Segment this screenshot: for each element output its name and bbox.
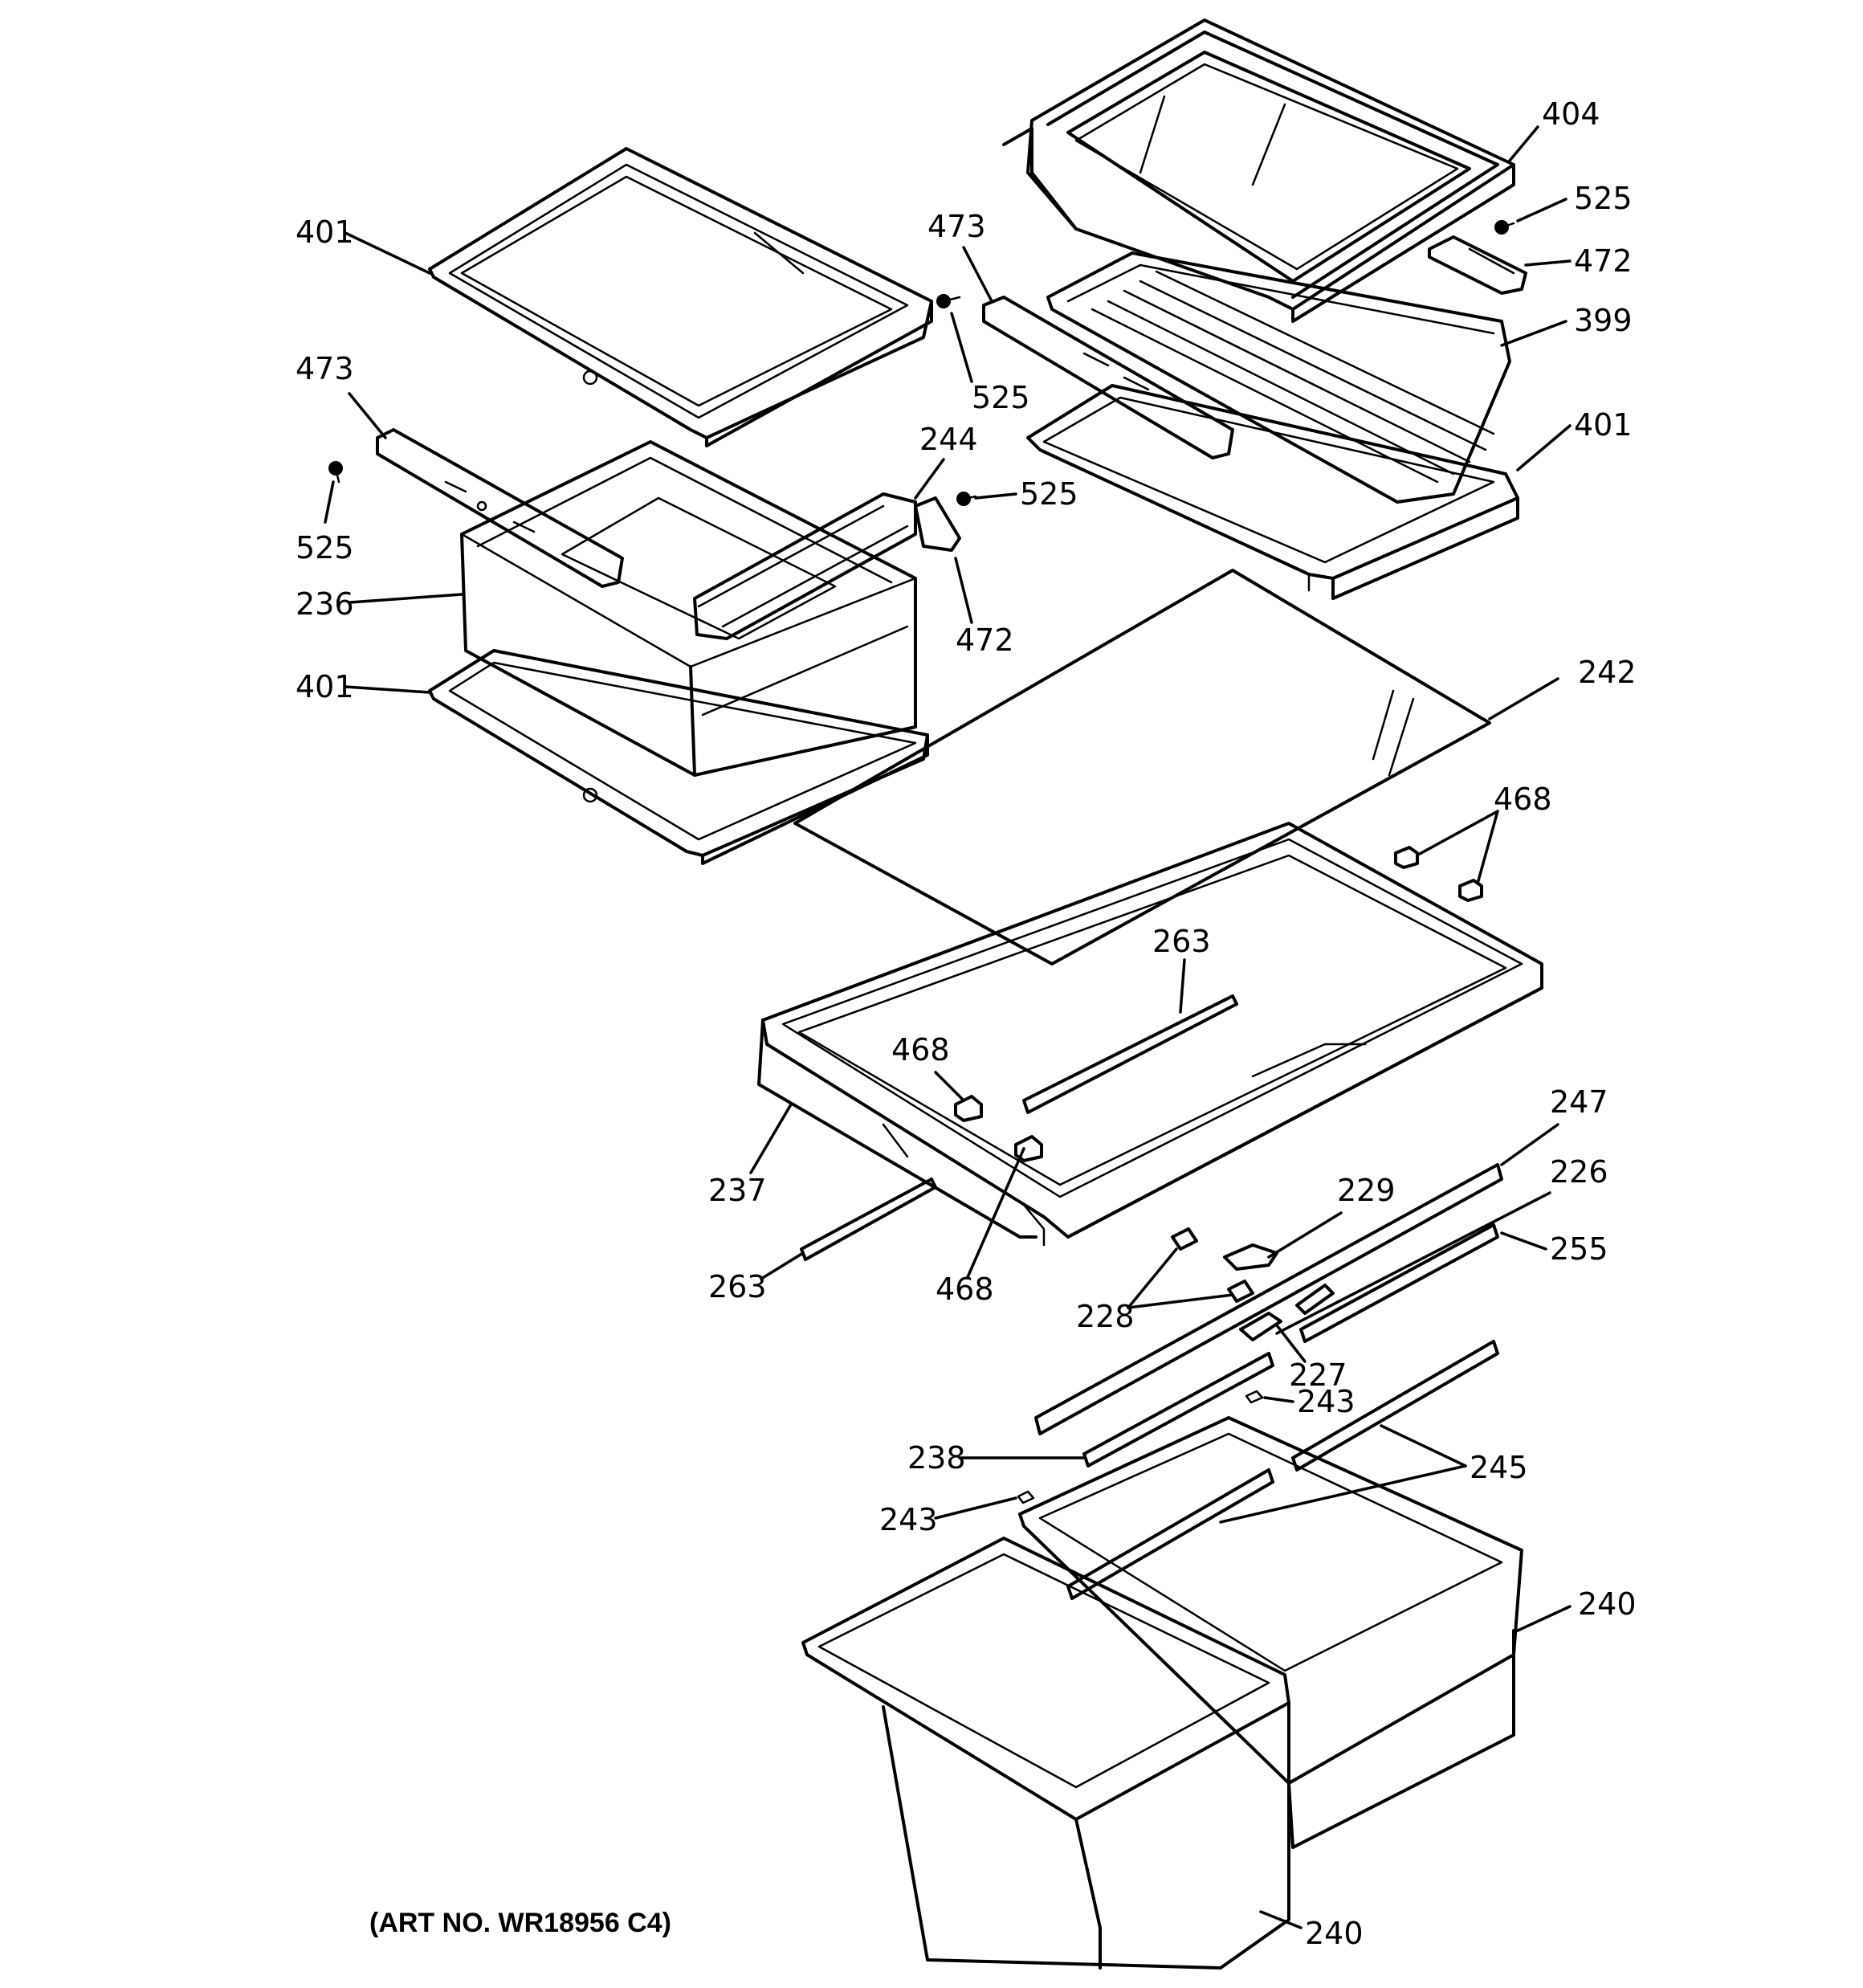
- shelf-401-top-left: [428, 147, 933, 447]
- callout-473: 473: [296, 351, 354, 386]
- callout-525: 525: [1020, 476, 1078, 512]
- callout-240: 240: [1305, 1916, 1364, 1951]
- rail-238: [1082, 1352, 1274, 1468]
- pan-240-left: [801, 1537, 1290, 1970]
- callout-525: 525: [1574, 181, 1633, 216]
- callout-244: 244: [919, 422, 978, 457]
- callout-263: 263: [1152, 924, 1211, 959]
- damper-229: [1223, 1243, 1278, 1271]
- bracket-473-center: [982, 296, 1234, 459]
- drawer-236: [460, 440, 917, 777]
- spacer-468-top: [1394, 846, 1483, 902]
- rail-263-lower: [800, 1178, 937, 1261]
- callout-237: 237: [708, 1173, 767, 1208]
- callout-240: 240: [1578, 1586, 1637, 1622]
- callout-255: 255: [1550, 1231, 1608, 1267]
- callout-238: 238: [907, 1440, 966, 1476]
- callout-labels: 404 525 472 399 401 473 525 401 473 244 …: [296, 96, 1637, 1951]
- art-number: (ART NO. WR18956 C4): [369, 1908, 671, 1938]
- shelf-401-lower-left: [428, 649, 929, 865]
- callout-468: 468: [891, 1032, 950, 1067]
- callout-525: 525: [972, 380, 1030, 415]
- callout-401: 401: [296, 669, 354, 704]
- screw-525-mid: [956, 492, 977, 506]
- rail-245: [1066, 1340, 1499, 1600]
- pan-240-right: [1018, 1416, 1523, 1849]
- shelf-404: [1002, 18, 1515, 323]
- rack-399: [1046, 251, 1511, 504]
- callout-243: 243: [879, 1502, 938, 1537]
- screw-525-center: [936, 294, 961, 308]
- slide-227: [1239, 1284, 1335, 1341]
- shelf-401-right: [1026, 384, 1519, 600]
- callout-473: 473: [927, 209, 986, 244]
- cover-244: [693, 492, 917, 640]
- leader-lines: [324, 125, 1572, 1929]
- callout-229: 229: [1337, 1173, 1396, 1208]
- callout-243: 243: [1297, 1384, 1355, 1419]
- callout-401: 401: [296, 214, 354, 250]
- callout-468: 468: [936, 1272, 994, 1307]
- callout-472: 472: [1574, 243, 1633, 279]
- spacer-468-front: [1014, 1135, 1043, 1162]
- pad-243-upper: [1245, 1390, 1264, 1404]
- bracket-472-right: [1428, 235, 1527, 295]
- spacer-468-center: [954, 1095, 983, 1122]
- callout-236: 236: [296, 586, 354, 622]
- callout-247: 247: [1550, 1084, 1608, 1120]
- screw-525-left: [328, 461, 343, 484]
- screw-525-right: [1494, 220, 1515, 235]
- rail-255: [1299, 1223, 1499, 1343]
- bar-247: [1034, 1163, 1503, 1435]
- callout-226: 226: [1550, 1154, 1608, 1190]
- callout-468: 468: [1494, 782, 1552, 817]
- callout-401: 401: [1574, 407, 1633, 443]
- callout-263: 263: [708, 1269, 767, 1304]
- callout-399: 399: [1574, 303, 1633, 338]
- callout-242: 242: [1578, 655, 1637, 690]
- bracket-472-left: [914, 496, 961, 552]
- bracket-473-left: [376, 428, 624, 588]
- callout-228: 228: [1076, 1299, 1135, 1334]
- callout-245: 245: [1470, 1450, 1528, 1485]
- callout-404: 404: [1542, 96, 1600, 132]
- rail-263-center: [1022, 994, 1238, 1114]
- callout-525: 525: [296, 530, 354, 565]
- callout-472: 472: [956, 623, 1014, 658]
- frame-237: [757, 822, 1543, 1247]
- callout-227: 227: [1289, 1357, 1347, 1393]
- glass-panel-242: [793, 569, 1491, 965]
- pad-243-lower: [1017, 1490, 1035, 1504]
- clip-228: [1171, 1227, 1254, 1303]
